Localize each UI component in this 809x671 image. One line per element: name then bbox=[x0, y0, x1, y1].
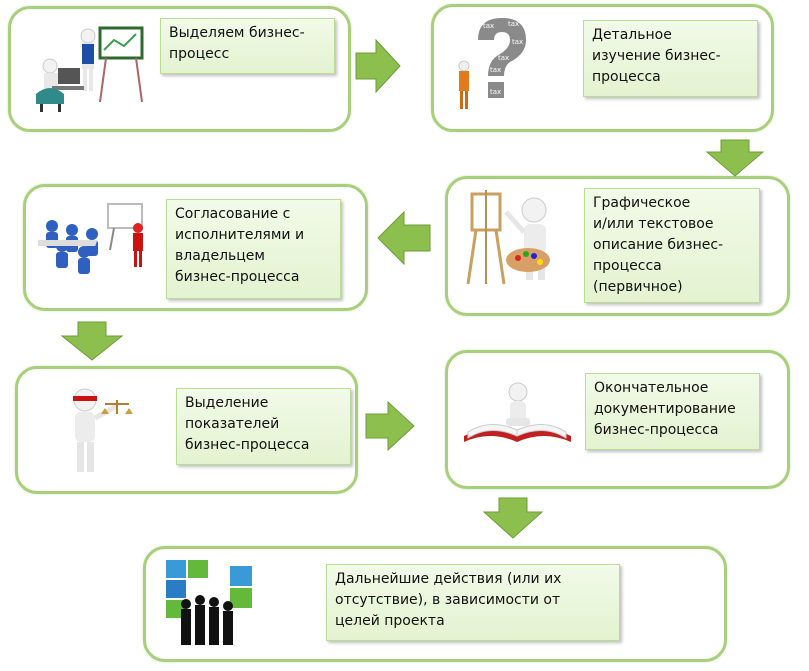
arrow-5-to-6 bbox=[365, 400, 415, 452]
tax-word-2: tax bbox=[508, 20, 519, 28]
tax-word-6: tax bbox=[490, 88, 501, 96]
step-7-label: Дальнейшие действия (или их отсутствие),… bbox=[326, 564, 620, 641]
justice-scales-illustration bbox=[73, 388, 133, 472]
arrow-1-to-2 bbox=[355, 38, 401, 94]
tax-word-4: tax bbox=[498, 54, 509, 62]
arrow-3-to-4 bbox=[377, 210, 431, 266]
painter-easel-illustration bbox=[466, 190, 550, 285]
step-6-label: Окончательное документирование бизнес-пр… bbox=[585, 373, 760, 450]
step-5-label: Выделение показателей бизнес-процесса bbox=[176, 388, 351, 465]
team-puzzle-illustration bbox=[166, 560, 252, 645]
office-team-illustration bbox=[36, 26, 144, 112]
tax-word-1: tax bbox=[483, 22, 494, 30]
open-book-illustration bbox=[464, 382, 571, 442]
step-3-label: Графическое и/или текстовое описание биз… bbox=[584, 188, 760, 303]
tax-word-3: tax bbox=[512, 38, 523, 46]
step-1-label: Выделяем бизнес- процесс bbox=[160, 18, 335, 74]
tax-word-5: tax bbox=[490, 66, 501, 74]
question-mark-illustration: tax tax tax tax tax tax bbox=[458, 18, 526, 109]
arrow-2-to-3 bbox=[705, 139, 765, 177]
step-2-label: Детальное изучение бизнес- процесса bbox=[583, 20, 758, 97]
arrow-6-to-7 bbox=[482, 497, 544, 539]
step-4-label: Согласование с исполнителями и владельце… bbox=[166, 199, 341, 299]
arrow-4-to-5 bbox=[60, 321, 124, 361]
meeting-illustration bbox=[38, 203, 143, 274]
